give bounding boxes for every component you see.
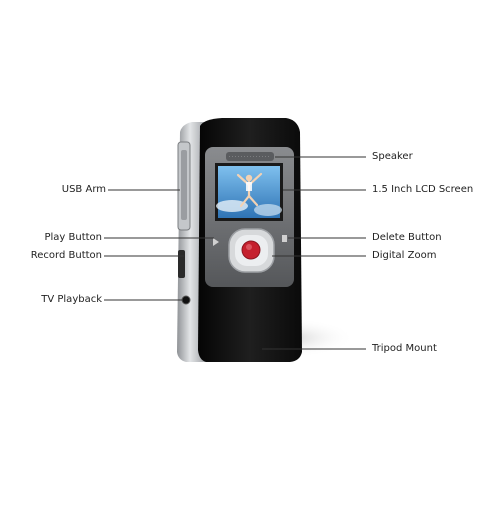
label-delete-button: Delete Button (372, 232, 442, 243)
label-record-button: Record Button (30, 250, 102, 261)
delete-glyph (282, 235, 287, 242)
tv-jack (181, 295, 191, 305)
label-tv-playback: TV Playback (41, 294, 102, 305)
label-digital-zoom: Digital Zoom (372, 250, 437, 261)
leader-lines (104, 156, 366, 350)
record-side-button (178, 250, 185, 278)
play-glyph (213, 238, 219, 246)
label-lcd-screen: 1.5 Inch LCD Screen (372, 184, 474, 195)
label-tripod-mount: Tripod Mount (372, 343, 437, 354)
record-button (241, 240, 261, 260)
label-speaker: Speaker (372, 151, 413, 162)
label-usb-arm: USB Arm (61, 184, 106, 195)
label-play-button: Play Button (44, 232, 102, 243)
